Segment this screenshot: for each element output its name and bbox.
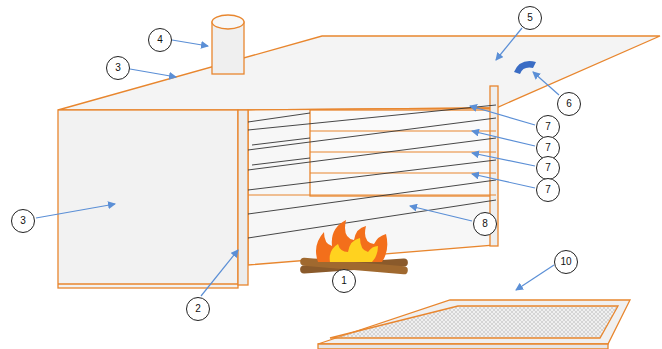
callout-number: 5 (527, 13, 533, 23)
callout-circle: 8 (473, 212, 497, 236)
callout-number: 1 (341, 276, 347, 286)
callout-number: 3 (115, 63, 121, 73)
callout-number: 6 (566, 99, 572, 109)
callout-circle: 3 (106, 56, 130, 80)
callout-circle: 7 (536, 178, 560, 202)
callout-circle: 5 (518, 6, 542, 30)
callout-number: 7 (545, 143, 551, 153)
callout-number: 2 (195, 304, 201, 314)
callout-number: 3 (20, 216, 26, 226)
callout-number: 4 (157, 35, 163, 45)
callout-circle: 4 (148, 28, 172, 52)
callout-number: 10 (560, 257, 571, 267)
callout-circle: 3 (11, 209, 35, 233)
callout-circle: 7 (536, 156, 560, 180)
callout-number: 8 (482, 219, 488, 229)
callout-circle: 10 (554, 250, 578, 274)
callout-circle: 6 (557, 92, 581, 116)
callout-circle: 2 (186, 297, 210, 321)
callout-number: 7 (545, 185, 551, 195)
callout-number: 7 (545, 122, 551, 132)
callout-number: 7 (545, 163, 551, 173)
callout-circle: 1 (332, 269, 356, 293)
